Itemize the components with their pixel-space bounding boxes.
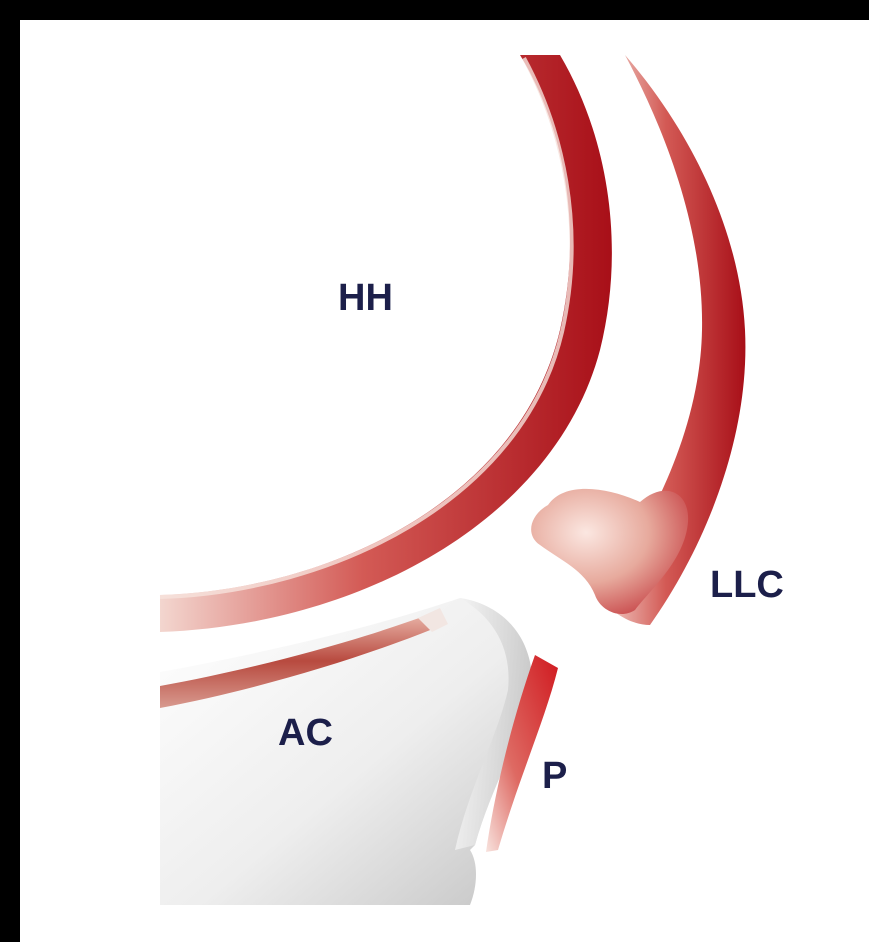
label-llc: LLC	[710, 564, 784, 606]
label-ac: AC	[278, 712, 333, 754]
label-hh: HH	[338, 277, 393, 319]
label-p: P	[542, 755, 567, 797]
